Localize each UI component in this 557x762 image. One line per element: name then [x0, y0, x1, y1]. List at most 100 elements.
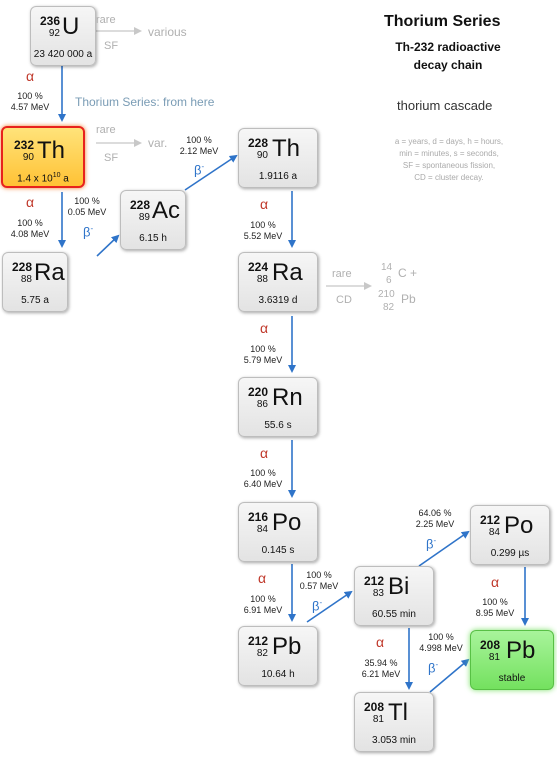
decay-label-bi212-po212: 64.06 % 2.25 MeV — [410, 508, 460, 530]
decay-energy: 6.40 MeV — [243, 479, 283, 489]
decay-energy: 5.52 MeV — [243, 231, 283, 241]
branch-percent: 100 % — [186, 135, 212, 145]
decay-energy: 4.998 MeV — [419, 643, 463, 653]
nuclide-u236: 236 92 U 23 420 000 a — [30, 6, 96, 66]
branch-percent: 100 % — [17, 218, 43, 228]
decay-label-po212-pb208: 100 % 8.95 MeV — [472, 597, 518, 619]
nuclide-th232: 232 90 Th 1.4 x 1010 a — [1, 126, 85, 188]
half-life: 3.053 min — [372, 735, 416, 746]
branch-percent: 100 % — [482, 597, 508, 607]
mass-number: 232 — [13, 138, 34, 152]
decay-label-po216-pb212: 100 % 6.91 MeV — [240, 594, 286, 616]
beta-letter: β — [194, 162, 202, 178]
mass-number: 228 — [11, 260, 32, 274]
decay-label-pb212-bi212: 100 % 0.57 MeV — [296, 570, 342, 592]
branch-percent: 100 % — [306, 570, 332, 580]
legend-line-1: a = years, d = days, h = hours, — [394, 137, 504, 146]
mass-number: 212 — [247, 634, 268, 648]
beta-sign: - — [90, 224, 94, 233]
element-symbol: U — [62, 13, 80, 40]
mass-number: 228 — [129, 198, 150, 212]
atomic-number: 90 — [22, 152, 34, 163]
c14-z: 6 — [386, 275, 392, 286]
beta-symbol: β- — [312, 598, 322, 613]
cascade-label: thorium cascade — [397, 98, 493, 113]
decay-label-rn220-po216: 100 % 6.40 MeV — [240, 468, 286, 490]
branch-percent: 100 % — [250, 344, 276, 354]
ra224-cd-label: CD — [336, 294, 352, 306]
legend-line-2: min = minutes, s = seconds, — [399, 149, 499, 158]
beta-sign: - — [435, 660, 439, 669]
half-life: 0.145 s — [261, 545, 295, 556]
nuclide-ra224: 224 88 Ra 3.6319 d — [238, 252, 318, 312]
mass-number: 208 — [479, 638, 500, 652]
decay-energy: 2.25 MeV — [415, 519, 455, 529]
element-symbol: Th — [37, 137, 66, 164]
mass-number: 228 — [247, 136, 268, 150]
mass-number: 212 — [363, 574, 384, 588]
half-life: 1.9116 a — [258, 171, 298, 182]
u236-rare-label: rare — [96, 14, 116, 26]
mass-number: 220 — [247, 385, 268, 399]
half-life: 55.6 s — [264, 420, 292, 431]
element-symbol: Pb — [272, 633, 302, 660]
half-life-exponent: 10 — [52, 172, 61, 179]
c14-mass: 14 — [381, 262, 393, 273]
atomic-number: 81 — [488, 652, 500, 663]
beta-letter: β — [83, 224, 91, 240]
legend-line-4: CD = cluster decay. — [414, 173, 484, 182]
th232-var-label: var. — [148, 136, 168, 150]
half-life-unit: a — [60, 173, 69, 185]
element-symbol: Ra — [272, 259, 303, 286]
beta-symbol: β- — [426, 536, 436, 551]
branch-percent: 100 % — [17, 91, 43, 101]
decay-energy: 0.57 MeV — [299, 581, 339, 591]
half-life: 23 420 000 a — [33, 49, 93, 60]
nuclide-ac228: 228 89 Ac 6.15 h — [120, 190, 186, 250]
c14-symbol: C + — [398, 266, 418, 280]
decay-energy: 6.21 MeV — [361, 669, 401, 679]
u236-sf-label: SF — [104, 40, 119, 52]
th232-rare-label: rare — [96, 124, 116, 136]
half-life: stable — [498, 673, 526, 684]
ra224-rare-label: rare — [332, 268, 352, 280]
atomic-number: 88 — [20, 274, 32, 285]
mass-number: 224 — [247, 260, 268, 274]
alpha-symbol: α — [260, 320, 269, 336]
atomic-number: 86 — [256, 399, 268, 410]
diagram-subtitle-1: Th-232 radioactive — [395, 40, 501, 54]
nuclide-po216: 216 84 Po 0.145 s — [238, 502, 318, 562]
decay-energy: 2.12 MeV — [179, 146, 219, 156]
atomic-number: 84 — [488, 527, 500, 538]
decay-energy: 8.95 MeV — [475, 608, 515, 618]
decay-label-bi212-tl208: 35.94 % 6.21 MeV — [356, 658, 406, 680]
nuclide-pb212: 212 82 Pb 10.64 h — [238, 626, 318, 686]
decay-label-ac228-th228: 100 % 2.12 MeV — [176, 135, 222, 157]
atomic-number: 92 — [48, 28, 60, 39]
nuclide-pb208: 208 81 Pb stable — [470, 630, 554, 690]
branch-percent: 100 % — [428, 632, 454, 642]
beta-symbol: β- — [83, 224, 93, 239]
decay-label-u236-th232: 100 % 4.57 MeV — [8, 91, 52, 113]
from-here-label: Thorium Series: from here — [75, 95, 215, 109]
half-life: 10.64 h — [261, 669, 295, 680]
alpha-symbol: α — [26, 68, 35, 84]
decay-label-th232-ra228: 100 % 4.08 MeV — [8, 218, 52, 240]
alpha-symbol: α — [376, 634, 385, 650]
element-symbol: Bi — [388, 573, 410, 600]
beta-letter: β — [312, 598, 320, 614]
atomic-number: 90 — [256, 150, 268, 161]
atomic-number: 81 — [372, 714, 384, 725]
alpha-symbol: α — [260, 445, 269, 461]
nuclide-rn220: 220 86 Rn 55.6 s — [238, 377, 318, 437]
decay-label-th228-ra224: 100 % 5.52 MeV — [240, 220, 286, 242]
beta-sign: - — [201, 162, 205, 171]
element-symbol: Pb — [506, 637, 536, 664]
diagram-title: Thorium Series — [384, 13, 501, 30]
half-life-base: 1.4 x 10 — [17, 173, 53, 185]
half-life: 5.75 a — [21, 295, 49, 306]
decay-energy: 4.08 MeV — [10, 229, 50, 239]
atomic-number: 88 — [256, 274, 268, 285]
alpha-symbol: α — [491, 574, 500, 590]
beta-sign: - — [433, 536, 437, 545]
